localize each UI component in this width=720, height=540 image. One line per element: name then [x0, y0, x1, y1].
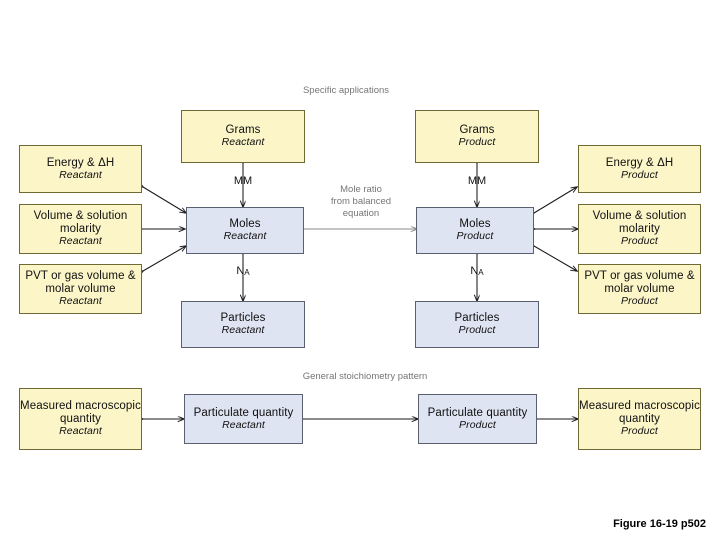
box-particulate-product-title: Particulate quantity — [427, 406, 528, 419]
box-grams-product-title: Grams — [459, 124, 495, 137]
box-grams-reactant-subtitle: Reactant — [221, 136, 265, 149]
box-energy-product: Energy & ΔH Product — [578, 145, 701, 193]
box-grams-reactant: Grams Reactant — [181, 110, 305, 163]
mm-product-label: MM — [467, 175, 487, 187]
box-pvt-product-subtitle: Product — [621, 295, 658, 307]
box-moles-product-title: Moles — [459, 218, 491, 231]
avogadro-product-subscript: A — [478, 268, 484, 277]
box-pvt-reactant-subtitle: Reactant — [59, 295, 102, 307]
box-energy-reactant: Energy & ΔH Reactant — [19, 145, 142, 193]
box-pvt-reactant-title: PVT or gas volume & molar volume — [25, 270, 136, 296]
figure-caption: Figure 16-19 p502 — [613, 518, 706, 530]
box-volume-molarity-product: Volume & solution molarity Product — [578, 204, 701, 254]
box-moles-reactant-subtitle: Reactant — [223, 230, 267, 243]
box-grams-product: Grams Product — [415, 110, 539, 163]
box-moles-reactant: Moles Reactant — [186, 207, 304, 254]
box-particulate-product-subtitle: Product — [459, 418, 496, 431]
box-pvt-reactant: PVT or gas volume & molar volume Reactan… — [19, 264, 142, 314]
avogadro-product-label: NA — [447, 265, 507, 277]
box-moles-product-subtitle: Product — [456, 230, 494, 243]
box-macroscopic-product-title: Measured macroscopic quantity — [579, 400, 700, 426]
box-energy-reactant-subtitle: Reactant — [59, 168, 102, 181]
general-stoichiometry-pattern-label: General stoichiometry pattern — [302, 371, 428, 382]
box-particulate-reactant: Particulate quantity Reactant — [184, 394, 303, 444]
box-moles-reactant-title: Moles — [229, 218, 261, 231]
box-energy-product-title: Energy & ΔH — [605, 156, 674, 169]
avogadro-reactant-subscript: A — [244, 268, 250, 277]
box-macroscopic-reactant: Measured macroscopic quantity Reactant — [19, 388, 142, 450]
box-grams-reactant-title: Grams — [225, 124, 261, 137]
box-volume-molarity-reactant-subtitle: Reactant — [59, 235, 102, 247]
box-macroscopic-reactant-title: Measured macroscopic quantity — [20, 400, 141, 426]
box-particulate-reactant-title: Particulate quantity — [193, 406, 294, 419]
box-particles-product-title: Particles — [454, 312, 500, 325]
avogadro-reactant-symbol: N — [236, 265, 245, 277]
box-particles-reactant: Particles Reactant — [181, 301, 305, 348]
box-particles-product: Particles Product — [415, 301, 539, 348]
box-particulate-reactant-subtitle: Reactant — [222, 418, 265, 431]
box-energy-reactant-title: Energy & ΔH — [46, 156, 115, 169]
box-volume-molarity-reactant: Volume & solution molarity Reactant — [19, 204, 142, 254]
box-particulate-product: Particulate quantity Product — [418, 394, 537, 444]
box-particles-reactant-subtitle: Reactant — [221, 324, 265, 337]
box-energy-product-subtitle: Product — [621, 168, 658, 181]
box-pvt-product: PVT or gas volume & molar volume Product — [578, 264, 701, 314]
mole-ratio-label: Mole ratio from balanced equation — [330, 184, 392, 219]
box-volume-molarity-product-subtitle: Product — [621, 235, 658, 247]
box-macroscopic-reactant-subtitle: Reactant — [59, 425, 102, 437]
box-particles-reactant-title: Particles — [220, 312, 266, 325]
specific-applications-label: Specific applications — [302, 85, 390, 96]
box-macroscopic-product: Measured macroscopic quantity Product — [578, 388, 701, 450]
box-volume-molarity-reactant-title: Volume & solution molarity — [33, 210, 128, 236]
box-grams-product-subtitle: Product — [458, 136, 496, 149]
box-pvt-product-title: PVT or gas volume & molar volume — [584, 270, 695, 296]
avogadro-reactant-label: NA — [213, 265, 273, 277]
box-moles-product: Moles Product — [416, 207, 534, 254]
box-macroscopic-product-subtitle: Product — [621, 425, 658, 437]
mm-reactant-label: MM — [233, 175, 253, 187]
box-particles-product-subtitle: Product — [458, 324, 496, 337]
box-volume-molarity-product-title: Volume & solution molarity — [592, 210, 687, 236]
avogadro-product-symbol: N — [470, 265, 479, 277]
